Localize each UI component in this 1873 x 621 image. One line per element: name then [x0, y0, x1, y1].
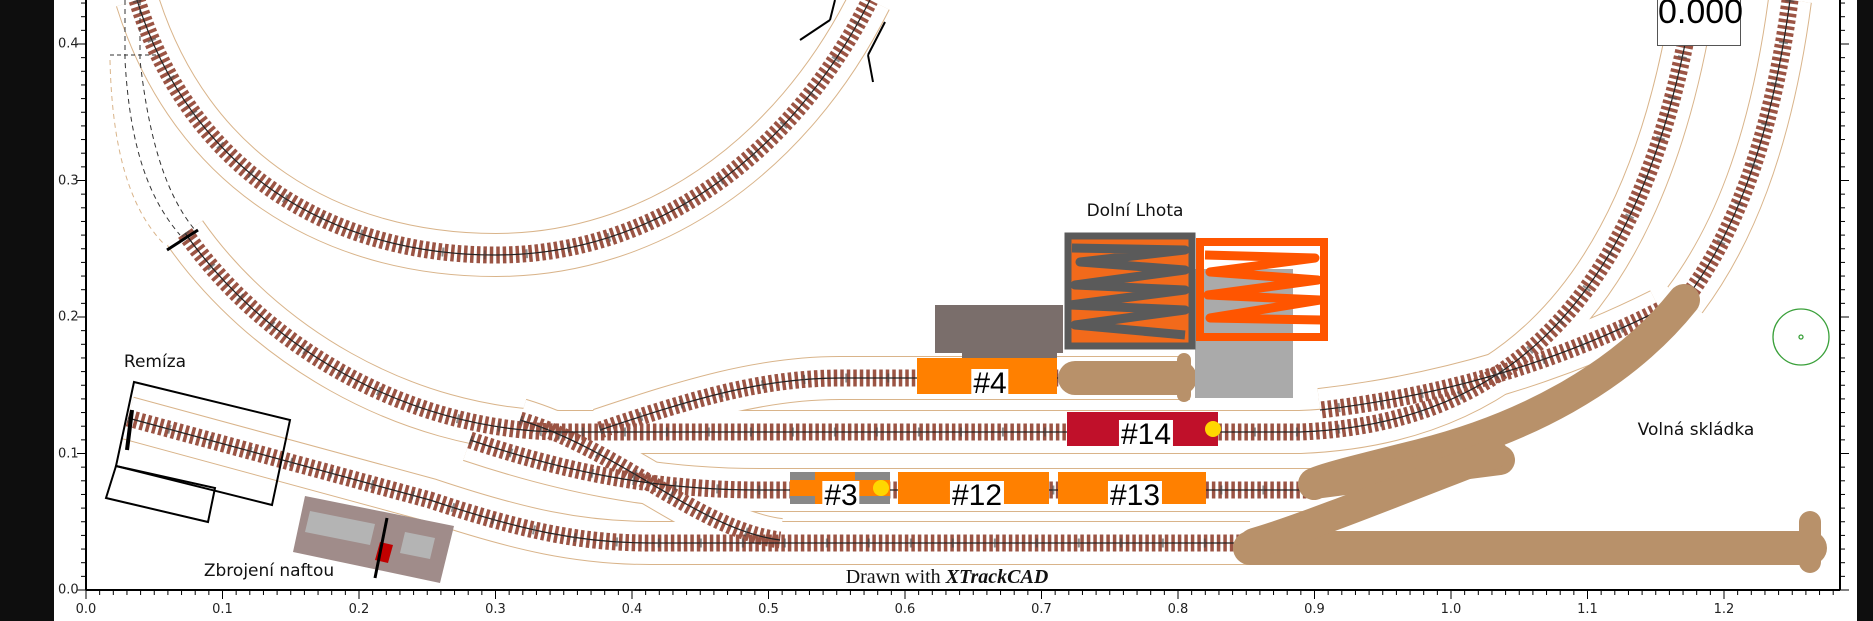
axes [77, 0, 1849, 599]
y-tick-label: 0.1 [58, 446, 79, 461]
station-scribble-orange [1196, 238, 1328, 341]
x-tick-label: 0.3 [485, 602, 506, 617]
car-label: #4 [971, 367, 1009, 400]
x-tick-label: 0.9 [1304, 602, 1325, 617]
car-stripe [790, 496, 815, 504]
y-tick-label: 0.2 [58, 309, 79, 325]
roadbed [128, 0, 1790, 543]
x-tick-label: 1.0 [1440, 602, 1462, 617]
engine-shed-annex[interactable] [104, 464, 217, 524]
label-storage: Volná skládka [1637, 420, 1755, 440]
station-scribble-gray [1064, 232, 1196, 350]
label-fuel-station: Zbrojení naftou [203, 561, 335, 581]
storage-area[interactable] [1058, 284, 1827, 573]
track-ties[interactable] [128, 0, 1790, 543]
x-tick-label: 0.4 [621, 602, 643, 617]
car-stripe [855, 472, 890, 480]
x-tick-label: 0.6 [894, 602, 916, 617]
car-label: #14 [1118, 418, 1174, 451]
car-label: #13 [1107, 479, 1163, 512]
car-label: #3 [822, 479, 860, 512]
planned-track[interactable] [139, 0, 196, 231]
footer-credit: Drawn with XTrackCAD [846, 566, 1049, 588]
y-tick-label: 0.0 [58, 582, 79, 598]
station-building-part [962, 350, 1057, 360]
station-building[interactable] [935, 305, 1063, 353]
planned-roadbed [109, 59, 166, 246]
planned-track[interactable] [124, 0, 181, 236]
track-end-marker [166, 228, 199, 252]
footer-app: XTrackCAD [945, 566, 1049, 588]
loco-headlight [873, 480, 889, 496]
x-tick-label: 1.1 [1577, 602, 1598, 617]
x-tick-label: 1.2 [1713, 602, 1735, 617]
track-rails[interactable] [127, 0, 1791, 544]
car-stripe [855, 496, 890, 504]
track-end-marker [125, 409, 134, 451]
x-tick-label: 0.8 [1167, 602, 1189, 617]
footer-prefix: Drawn with [845, 566, 946, 588]
engine-shed[interactable] [114, 380, 292, 507]
x-tick-label: 0.0 [75, 602, 97, 617]
loco-headlight [1205, 421, 1221, 437]
x-tick-label: 0.2 [348, 602, 370, 617]
track-end-marker [799, 0, 886, 83]
car-label: #12 [949, 479, 1005, 512]
y-tick-label: 0.4 [58, 36, 79, 52]
fuel-station[interactable] [293, 496, 454, 583]
y-tick-label: 0.3 [58, 173, 79, 188]
label-engine-shed: Remíza [123, 352, 187, 372]
x-tick-label: 0.1 [212, 602, 233, 617]
coordinate-readout: 0.000 [1657, 0, 1743, 46]
track-joints [128, 0, 1790, 543]
car-stripe [790, 472, 815, 480]
x-tick-label: 0.7 [1031, 602, 1052, 617]
roadbed-inner [128, 0, 1790, 543]
tree-icon [1772, 308, 1830, 366]
x-tick-label: 0.5 [758, 602, 779, 617]
label-station: Dolní Lhota [1086, 201, 1184, 221]
